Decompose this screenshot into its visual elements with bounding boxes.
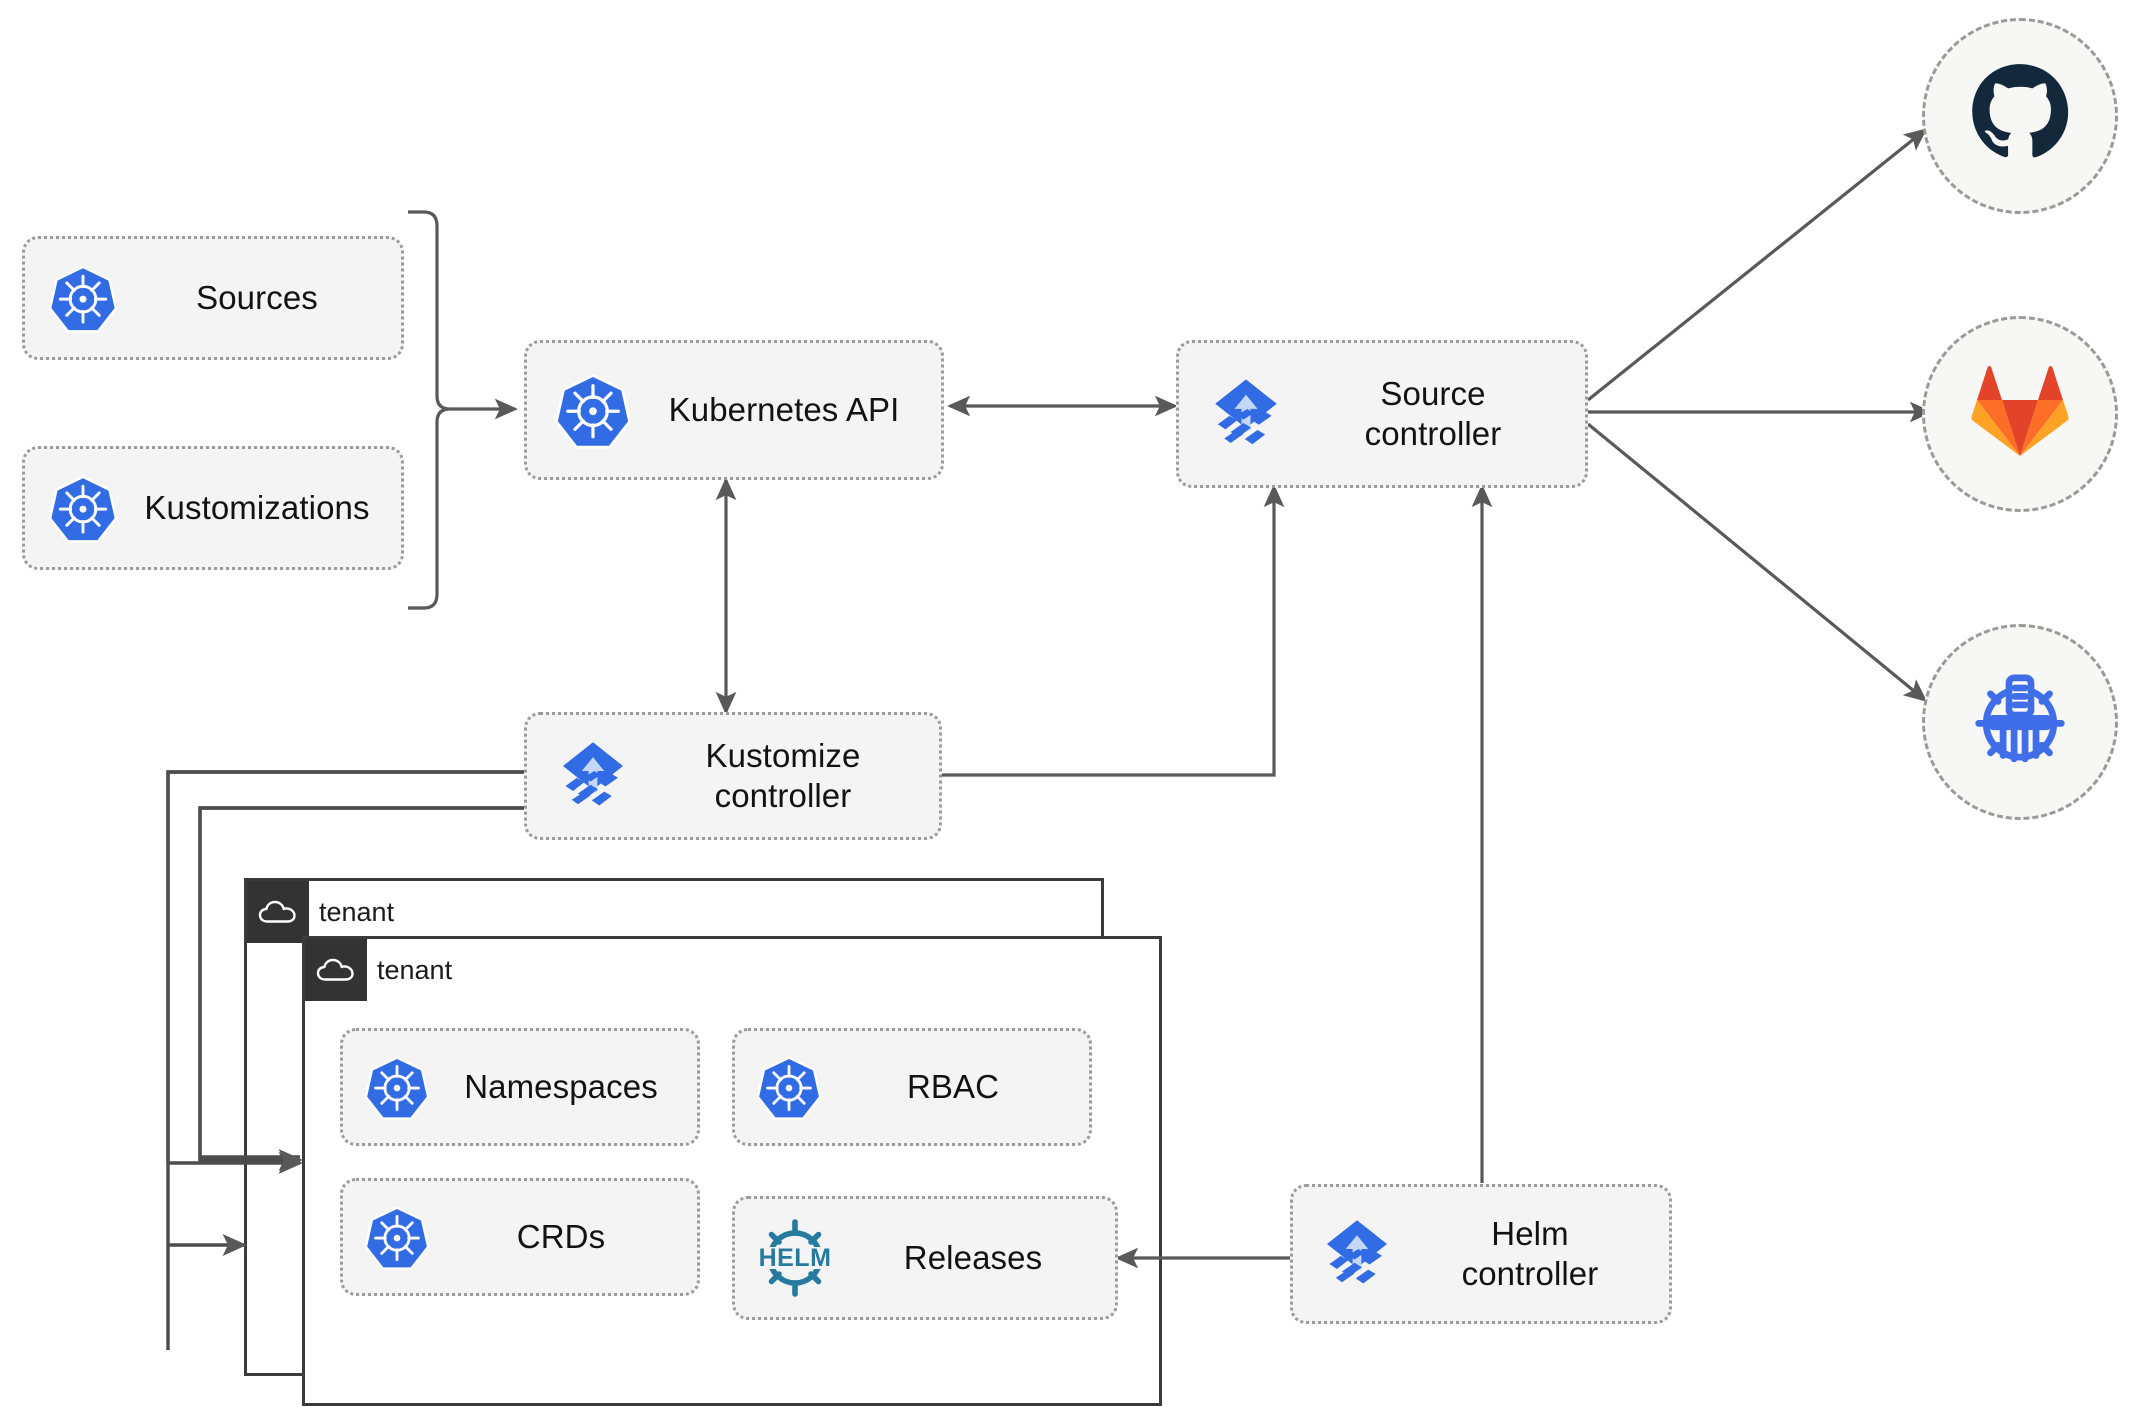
node-label: CRDs: [516, 1217, 606, 1255]
node-releases[interactable]: HELM Releases: [732, 1196, 1118, 1320]
kubernetes-icon: [47, 262, 119, 334]
node-crds[interactable]: CRDs: [340, 1178, 700, 1296]
node-rbac[interactable]: RBAC: [732, 1028, 1092, 1146]
node-helm-controller[interactable]: Helm controller: [1290, 1184, 1672, 1324]
node-source-controller[interactable]: Source controller: [1176, 340, 1588, 488]
kubernetes-icon: [47, 472, 119, 544]
node-label: Kustomizations: [144, 488, 370, 526]
kubernetes-icon: [553, 370, 633, 450]
provider-bucket[interactable]: [1922, 624, 2118, 820]
tenant-label: tenant: [377, 954, 453, 985]
node-label: Source controller: [1364, 374, 1502, 452]
svg-text:HELM: HELM: [759, 1244, 832, 1272]
node-namespaces[interactable]: Namespaces: [340, 1028, 700, 1146]
helm-icon: HELM: [753, 1219, 837, 1297]
kubernetes-icon: [363, 1053, 431, 1121]
node-label: Releases: [903, 1238, 1043, 1276]
node-label: Helm controller: [1461, 1214, 1599, 1292]
node-label: Namespaces: [464, 1067, 658, 1105]
cloud-icon: [305, 939, 367, 1001]
node-kubernetes-api[interactable]: Kubernetes API: [524, 340, 944, 480]
gitlab-icon: [1970, 364, 2070, 465]
tenant-label: tenant: [319, 896, 395, 927]
kubernetes-icon: [755, 1053, 823, 1121]
node-label: Kubernetes API: [668, 390, 900, 428]
node-kustomize-controller[interactable]: Kustomize controller: [524, 712, 942, 840]
node-kustomizations[interactable]: Kustomizations: [22, 446, 404, 570]
node-label: Sources: [196, 278, 318, 316]
provider-github[interactable]: [1922, 18, 2118, 214]
tenant-box-inner[interactable]: tenant: [302, 936, 1162, 1406]
node-sources[interactable]: Sources: [22, 236, 404, 360]
github-icon: [1968, 62, 2072, 171]
bucket-icon: [1966, 666, 2074, 779]
cloud-icon: [247, 881, 309, 943]
flux-icon: [553, 736, 633, 816]
node-label: RBAC: [906, 1067, 1000, 1105]
kubernetes-icon: [363, 1203, 431, 1271]
flux-icon: [1205, 373, 1287, 455]
provider-gitlab[interactable]: [1922, 316, 2118, 512]
flux-icon: [1317, 1214, 1397, 1294]
node-label: Kustomize controller: [705, 736, 861, 814]
